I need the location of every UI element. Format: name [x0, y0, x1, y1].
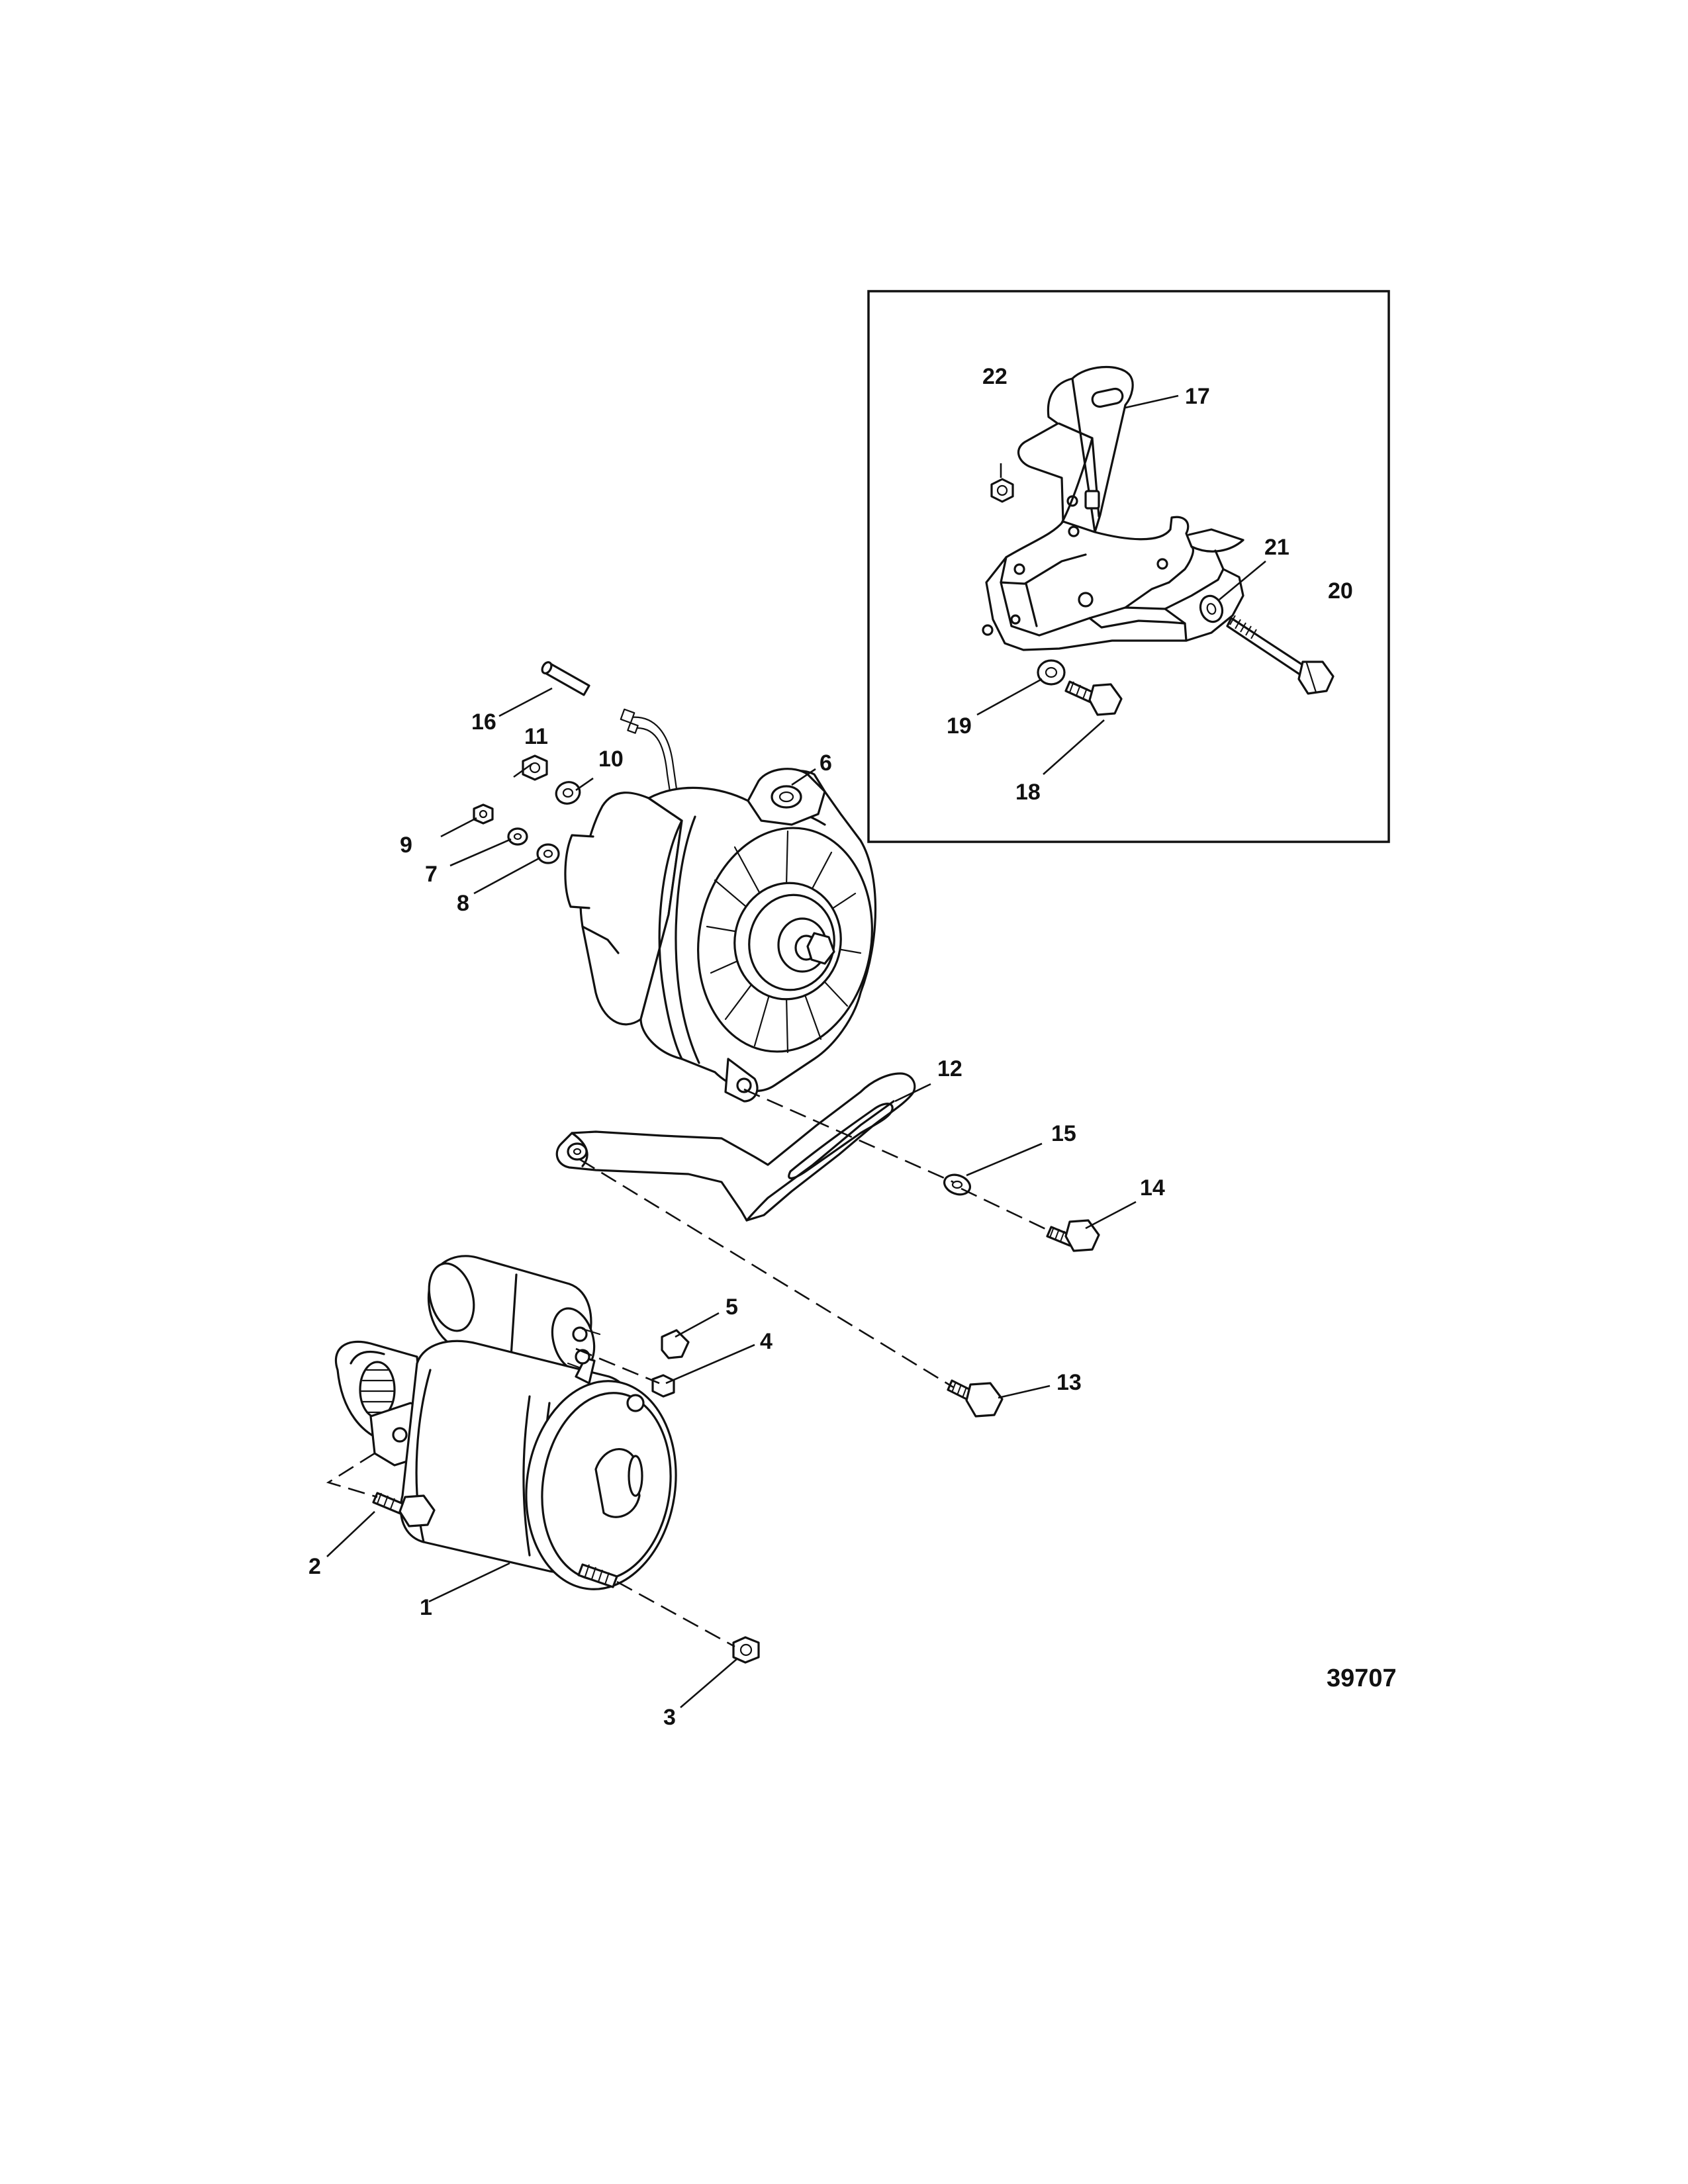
- part-8-washer: [536, 843, 560, 864]
- callout-labels: 1 2 3 4 5 6 7 8 9 10 11 12 13 14 15 16 1…: [308, 364, 1397, 1730]
- callout-13: 13: [1056, 1370, 1082, 1395]
- callout-15: 15: [1051, 1121, 1076, 1146]
- callout-17: 17: [1185, 384, 1210, 409]
- callout-14: 14: [1140, 1175, 1165, 1201]
- part-19-washer: [1037, 659, 1066, 686]
- callout-20: 20: [1328, 578, 1353, 604]
- part-3-nut: [732, 1636, 760, 1664]
- callout-4: 4: [760, 1329, 773, 1354]
- callout-2: 2: [308, 1554, 321, 1579]
- drawing-number: 39707: [1327, 1664, 1397, 1692]
- part-4-nut: [651, 1374, 675, 1398]
- callout-3: 3: [663, 1705, 676, 1730]
- part-11-nut: [522, 754, 548, 781]
- part-16-pin: [541, 661, 590, 696]
- part-17-mounting-bracket: [982, 365, 1244, 651]
- part-7-lock-washer: [507, 827, 528, 846]
- callout-16: 16: [471, 709, 496, 735]
- part-9-nut: [473, 803, 494, 825]
- part-2-mounting-bolt: [372, 1492, 436, 1527]
- part-14-bolt: [1046, 1219, 1100, 1252]
- part-5-terminal-boot: [661, 1329, 690, 1359]
- callout-7: 7: [425, 862, 438, 887]
- callout-22: 22: [982, 364, 1008, 389]
- callout-11: 11: [524, 724, 548, 749]
- part-6-alternator: [564, 708, 877, 1103]
- part-21-washer: [1199, 594, 1224, 623]
- callout-8: 8: [457, 891, 469, 916]
- part-18-short-bolt: [1064, 680, 1123, 716]
- callout-21: 21: [1264, 535, 1289, 560]
- callout-19: 19: [947, 713, 972, 739]
- callout-5: 5: [726, 1295, 738, 1320]
- callout-18: 18: [1015, 780, 1041, 805]
- callout-6: 6: [820, 751, 832, 776]
- callout-1: 1: [420, 1595, 432, 1620]
- part-1-starter-motor: [334, 1255, 677, 1590]
- part-20-long-bolt: [1226, 615, 1335, 695]
- part-10-washer: [555, 781, 581, 805]
- part-13-bolt: [947, 1379, 1004, 1418]
- callout-12: 12: [937, 1056, 962, 1081]
- inset-frame: [867, 290, 1390, 843]
- callout-9: 9: [400, 833, 412, 858]
- callout-10: 10: [598, 747, 624, 772]
- leader-lines: [326, 394, 1266, 1708]
- assembly-lines: [326, 1088, 1053, 1648]
- part-22-nut: [990, 478, 1014, 503]
